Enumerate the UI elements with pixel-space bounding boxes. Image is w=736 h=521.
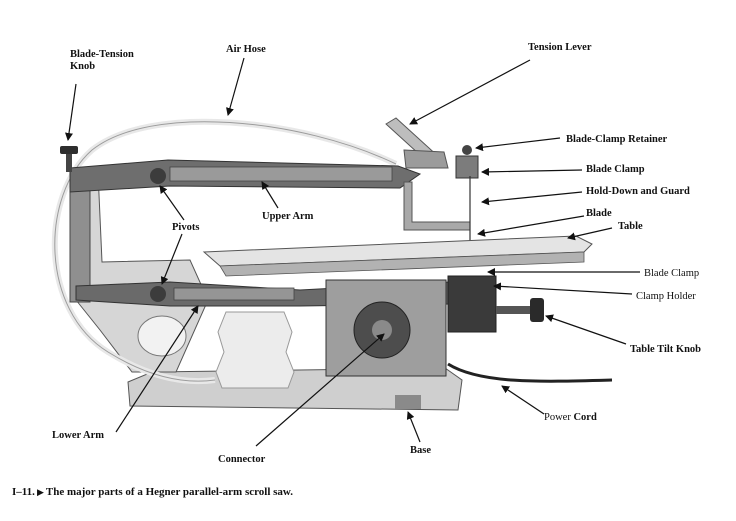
label-pivots: Pivots: [172, 222, 199, 233]
power-cord: [447, 362, 613, 383]
bellows: [215, 311, 295, 389]
caption-text: The major parts of a Hegner parallel-arm…: [45, 486, 294, 498]
label-blade-clamp-bottom: Blade Clamp: [644, 268, 699, 279]
label-power-cord-b: Cord: [573, 412, 596, 423]
scroll-saw-illustration: [51, 117, 613, 411]
label-blade-clamp-retainer: Blade-Clamp Retainer: [566, 134, 668, 145]
hold-down-guard: [403, 181, 471, 231]
label-connector: Connector: [218, 454, 266, 465]
caption-number: I–11.: [12, 486, 35, 498]
label-blade-clamp-top: Blade Clamp: [586, 164, 645, 175]
label-blade-tension-knob-1: Blade-Tension: [70, 49, 134, 60]
label-lower-arm: Lower Arm: [52, 430, 104, 441]
label-table-tilt-knob: Table Tilt Knob: [630, 344, 701, 355]
label-clamp-holder: Clamp Holder: [636, 291, 696, 302]
label-power-cord-a: Power: [544, 412, 571, 423]
label-hold-down-and-guard: Hold-Down and Guard: [586, 186, 690, 197]
label-table: Table: [618, 221, 643, 232]
label-blade-tension-knob-2: Knob: [70, 61, 95, 72]
label-power-cord: Power Cord: [544, 412, 597, 423]
figure-caption: I–11.▶The major parts of a Hegner parall…: [12, 486, 293, 498]
part-labels: Blade-Tension Knob Air Hose Tension Leve…: [52, 42, 701, 465]
label-base: Base: [410, 445, 431, 456]
label-upper-arm: Upper Arm: [262, 211, 314, 222]
label-blade: Blade: [586, 208, 612, 219]
label-air-hose: Air Hose: [226, 44, 266, 55]
caption-marker: ▶: [36, 487, 44, 497]
work-table: [202, 235, 593, 267]
leader-lines: [65, 57, 640, 447]
label-tension-lever: Tension Lever: [528, 42, 592, 53]
